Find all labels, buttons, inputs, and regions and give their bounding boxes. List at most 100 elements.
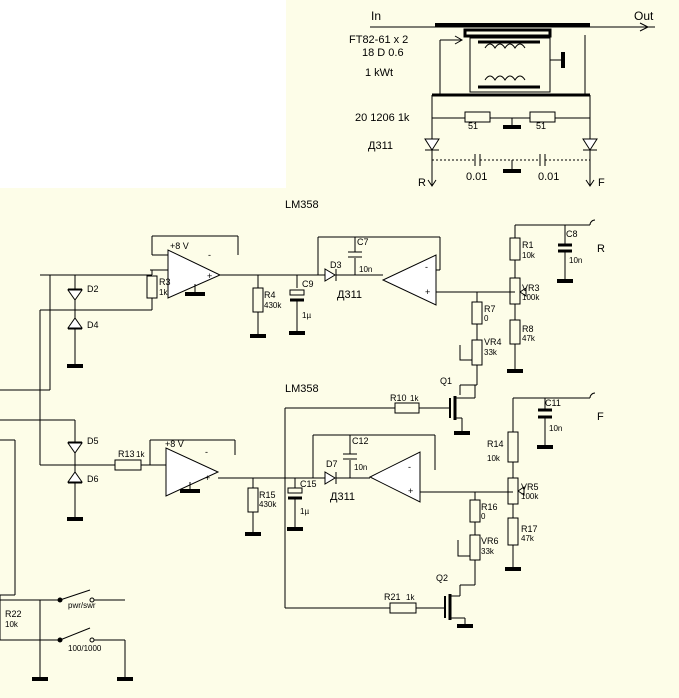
f-out-label: F — [598, 177, 605, 189]
c9-value: 1µ — [302, 311, 311, 320]
r-out-label: R — [418, 177, 426, 189]
vr3-wiper — [519, 287, 527, 297]
vr3-label: VR3 — [522, 283, 540, 293]
d5-symbol — [67, 442, 83, 454]
vr6-label: VR6 — [481, 536, 499, 546]
label-arrowhead — [454, 35, 464, 45]
op3-minus: - — [205, 447, 208, 457]
r15-label: R15 — [259, 490, 276, 500]
r14-body — [507, 431, 519, 463]
power-label: 1 kWt — [365, 67, 393, 79]
op3-triangle — [165, 447, 220, 497]
c11-value: 10n — [549, 424, 562, 433]
r22-value: 10k — [5, 620, 19, 629]
winding-label: 18 D 0.6 — [362, 47, 404, 59]
range-contact — [89, 637, 95, 643]
r4-label: R4 — [264, 290, 276, 300]
r4-body — [252, 287, 264, 313]
vr4-label: VR4 — [484, 337, 502, 347]
op1-triangle — [167, 249, 222, 299]
upper-channel — [0, 219, 596, 420]
d3-symbol — [324, 268, 336, 282]
r14-label: R14 — [487, 439, 504, 449]
d2-label: D2 — [87, 284, 99, 294]
op4-plus: + — [408, 486, 413, 496]
op1-minus: - — [208, 250, 211, 260]
d7-type: Д311 — [330, 491, 355, 503]
vr5-value: 100k — [521, 492, 539, 501]
r22-label: R22 — [5, 609, 22, 619]
vr4-wiper — [459, 345, 472, 361]
r1-body — [509, 237, 521, 261]
op1-plus: + — [207, 271, 212, 281]
r51-left — [464, 111, 491, 123]
r7-body — [471, 301, 483, 325]
r1-value: 10k — [522, 251, 536, 260]
r3-body — [146, 275, 158, 299]
c9-plate-a — [289, 289, 305, 296]
q1-label: Q1 — [440, 376, 452, 386]
pwr-swr-blade — [59, 589, 91, 601]
lower-opamp-title: LM358 — [285, 383, 319, 395]
resistor-label: 20 1206 1k — [355, 112, 410, 124]
vr5-label: VR5 — [521, 482, 539, 492]
r3-label: R3 — [159, 277, 171, 287]
r-arrow — [427, 179, 437, 187]
c15-label: C15 — [300, 479, 317, 489]
d3-type: Д311 — [337, 289, 362, 301]
f-connector — [589, 392, 596, 399]
pwr-swr-label: pwr/swr — [68, 601, 96, 610]
r3-value: 1k — [159, 288, 168, 297]
upper-opamp-title: LM358 — [285, 199, 319, 211]
schematic-paper-lower — [0, 188, 679, 698]
diode-right — [582, 138, 598, 151]
c7-label: C7 — [357, 237, 369, 247]
vr6-body — [469, 534, 481, 561]
winding-top — [484, 43, 526, 49]
r10-value: 1k — [410, 394, 419, 403]
r4-value: 430k — [264, 301, 282, 310]
cap-left-label: 0.01 — [466, 171, 487, 183]
r13-label: R13 — [118, 449, 135, 459]
d6-label: D6 — [87, 474, 99, 484]
r51-right-label: 51 — [536, 121, 546, 131]
c15-plate-a — [287, 487, 303, 494]
d2-symbol — [67, 289, 83, 301]
r-connector — [589, 219, 596, 226]
c9-label: C9 — [302, 279, 314, 289]
r8-value: 47k — [522, 334, 536, 343]
d4-label: D4 — [87, 320, 99, 330]
r14-value: 10k — [487, 454, 501, 463]
d7-label: D7 — [326, 459, 338, 469]
d7-symbol — [324, 471, 336, 485]
r51-right — [529, 111, 556, 123]
op2-triangle — [381, 254, 437, 306]
op4-triangle — [368, 451, 421, 503]
core-top — [463, 28, 552, 38]
in-label: In — [371, 9, 381, 23]
r13-body — [114, 459, 142, 471]
vr5-wiper — [517, 486, 525, 496]
r17-value: 47k — [521, 534, 535, 543]
r16-body — [469, 499, 481, 523]
switch-section — [0, 440, 133, 681]
vr3-body — [509, 277, 521, 305]
r21-body — [389, 602, 417, 614]
lower-supply: +8 V — [165, 439, 184, 449]
vr3-value: 100k — [522, 293, 540, 302]
lower-out-label: F — [597, 411, 604, 423]
d4-symbol — [67, 317, 83, 329]
range-label: 100/1000 — [68, 644, 102, 653]
vr4-value: 33k — [484, 348, 498, 357]
c15-value: 1µ — [300, 507, 309, 516]
vr6-wiper — [457, 540, 470, 557]
r10-body — [394, 402, 420, 414]
vr5-body — [507, 477, 519, 505]
r13-value: 1k — [136, 450, 145, 459]
r7-label: R7 — [484, 304, 496, 314]
op2-plus: + — [425, 287, 430, 297]
r16-value: 0 — [481, 512, 486, 521]
cap-right-label: 0.01 — [538, 171, 559, 183]
